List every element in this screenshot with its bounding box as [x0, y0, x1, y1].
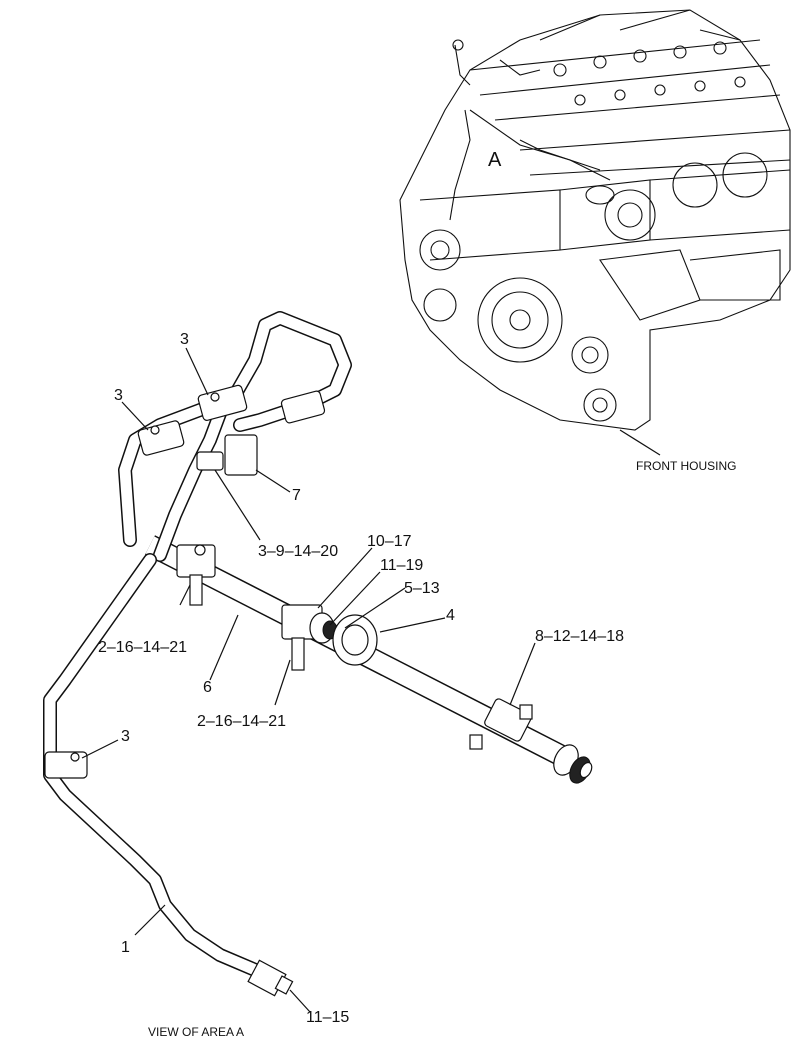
leader-lines	[81, 347, 536, 1013]
clamp-middle	[281, 604, 338, 671]
callout-10-17: 10–17	[367, 533, 412, 550]
clamp-left	[137, 420, 185, 456]
callout-8-12-14-18: 8–12–14–18	[535, 628, 624, 645]
clamp-top	[197, 384, 248, 421]
lower-line-1	[43, 553, 294, 997]
front-housing-label: FRONT HOUSING	[636, 459, 736, 473]
callout-3-left: 3	[114, 387, 123, 404]
callout-11-15: 11–15	[306, 1009, 349, 1026]
callout-1: 1	[121, 939, 130, 956]
area-a-marker: A	[488, 149, 502, 171]
clamp-5-13	[332, 614, 378, 666]
callout-3-9-14-20: 3–9–14–20	[258, 543, 338, 560]
callout-11-19: 11–19	[380, 557, 423, 574]
callout-7: 7	[292, 487, 301, 504]
front-housing-leader	[619, 429, 661, 456]
clamp-bracket-7	[196, 434, 258, 476]
end-fitting	[553, 744, 593, 784]
clamp-right-upper	[280, 390, 326, 424]
callout-2-16-14-21-mid: 2–16–14–21	[197, 713, 286, 730]
callout-2-16-14-21-left: 2–16–14–21	[98, 639, 187, 656]
callout-6: 6	[203, 679, 212, 696]
clamp-left-middle	[176, 544, 216, 606]
callout-4: 4	[446, 607, 455, 624]
valve-cover-bolts	[553, 41, 746, 106]
clamp-lower-3	[44, 751, 88, 779]
view-caption: VIEW OF AREA A	[148, 1025, 244, 1039]
lower-fitting	[247, 959, 294, 997]
callout-3-top: 3	[180, 331, 189, 348]
callout-3-lower: 3	[121, 728, 130, 745]
callout-labels: A FRONT HOUSING 3 3 7 3–9–14–20 10–17 11…	[98, 149, 736, 1039]
callout-5-13: 5–13	[404, 580, 440, 597]
engine-illustration	[399, 9, 791, 456]
clamp-8-12-14-18	[469, 698, 533, 750]
